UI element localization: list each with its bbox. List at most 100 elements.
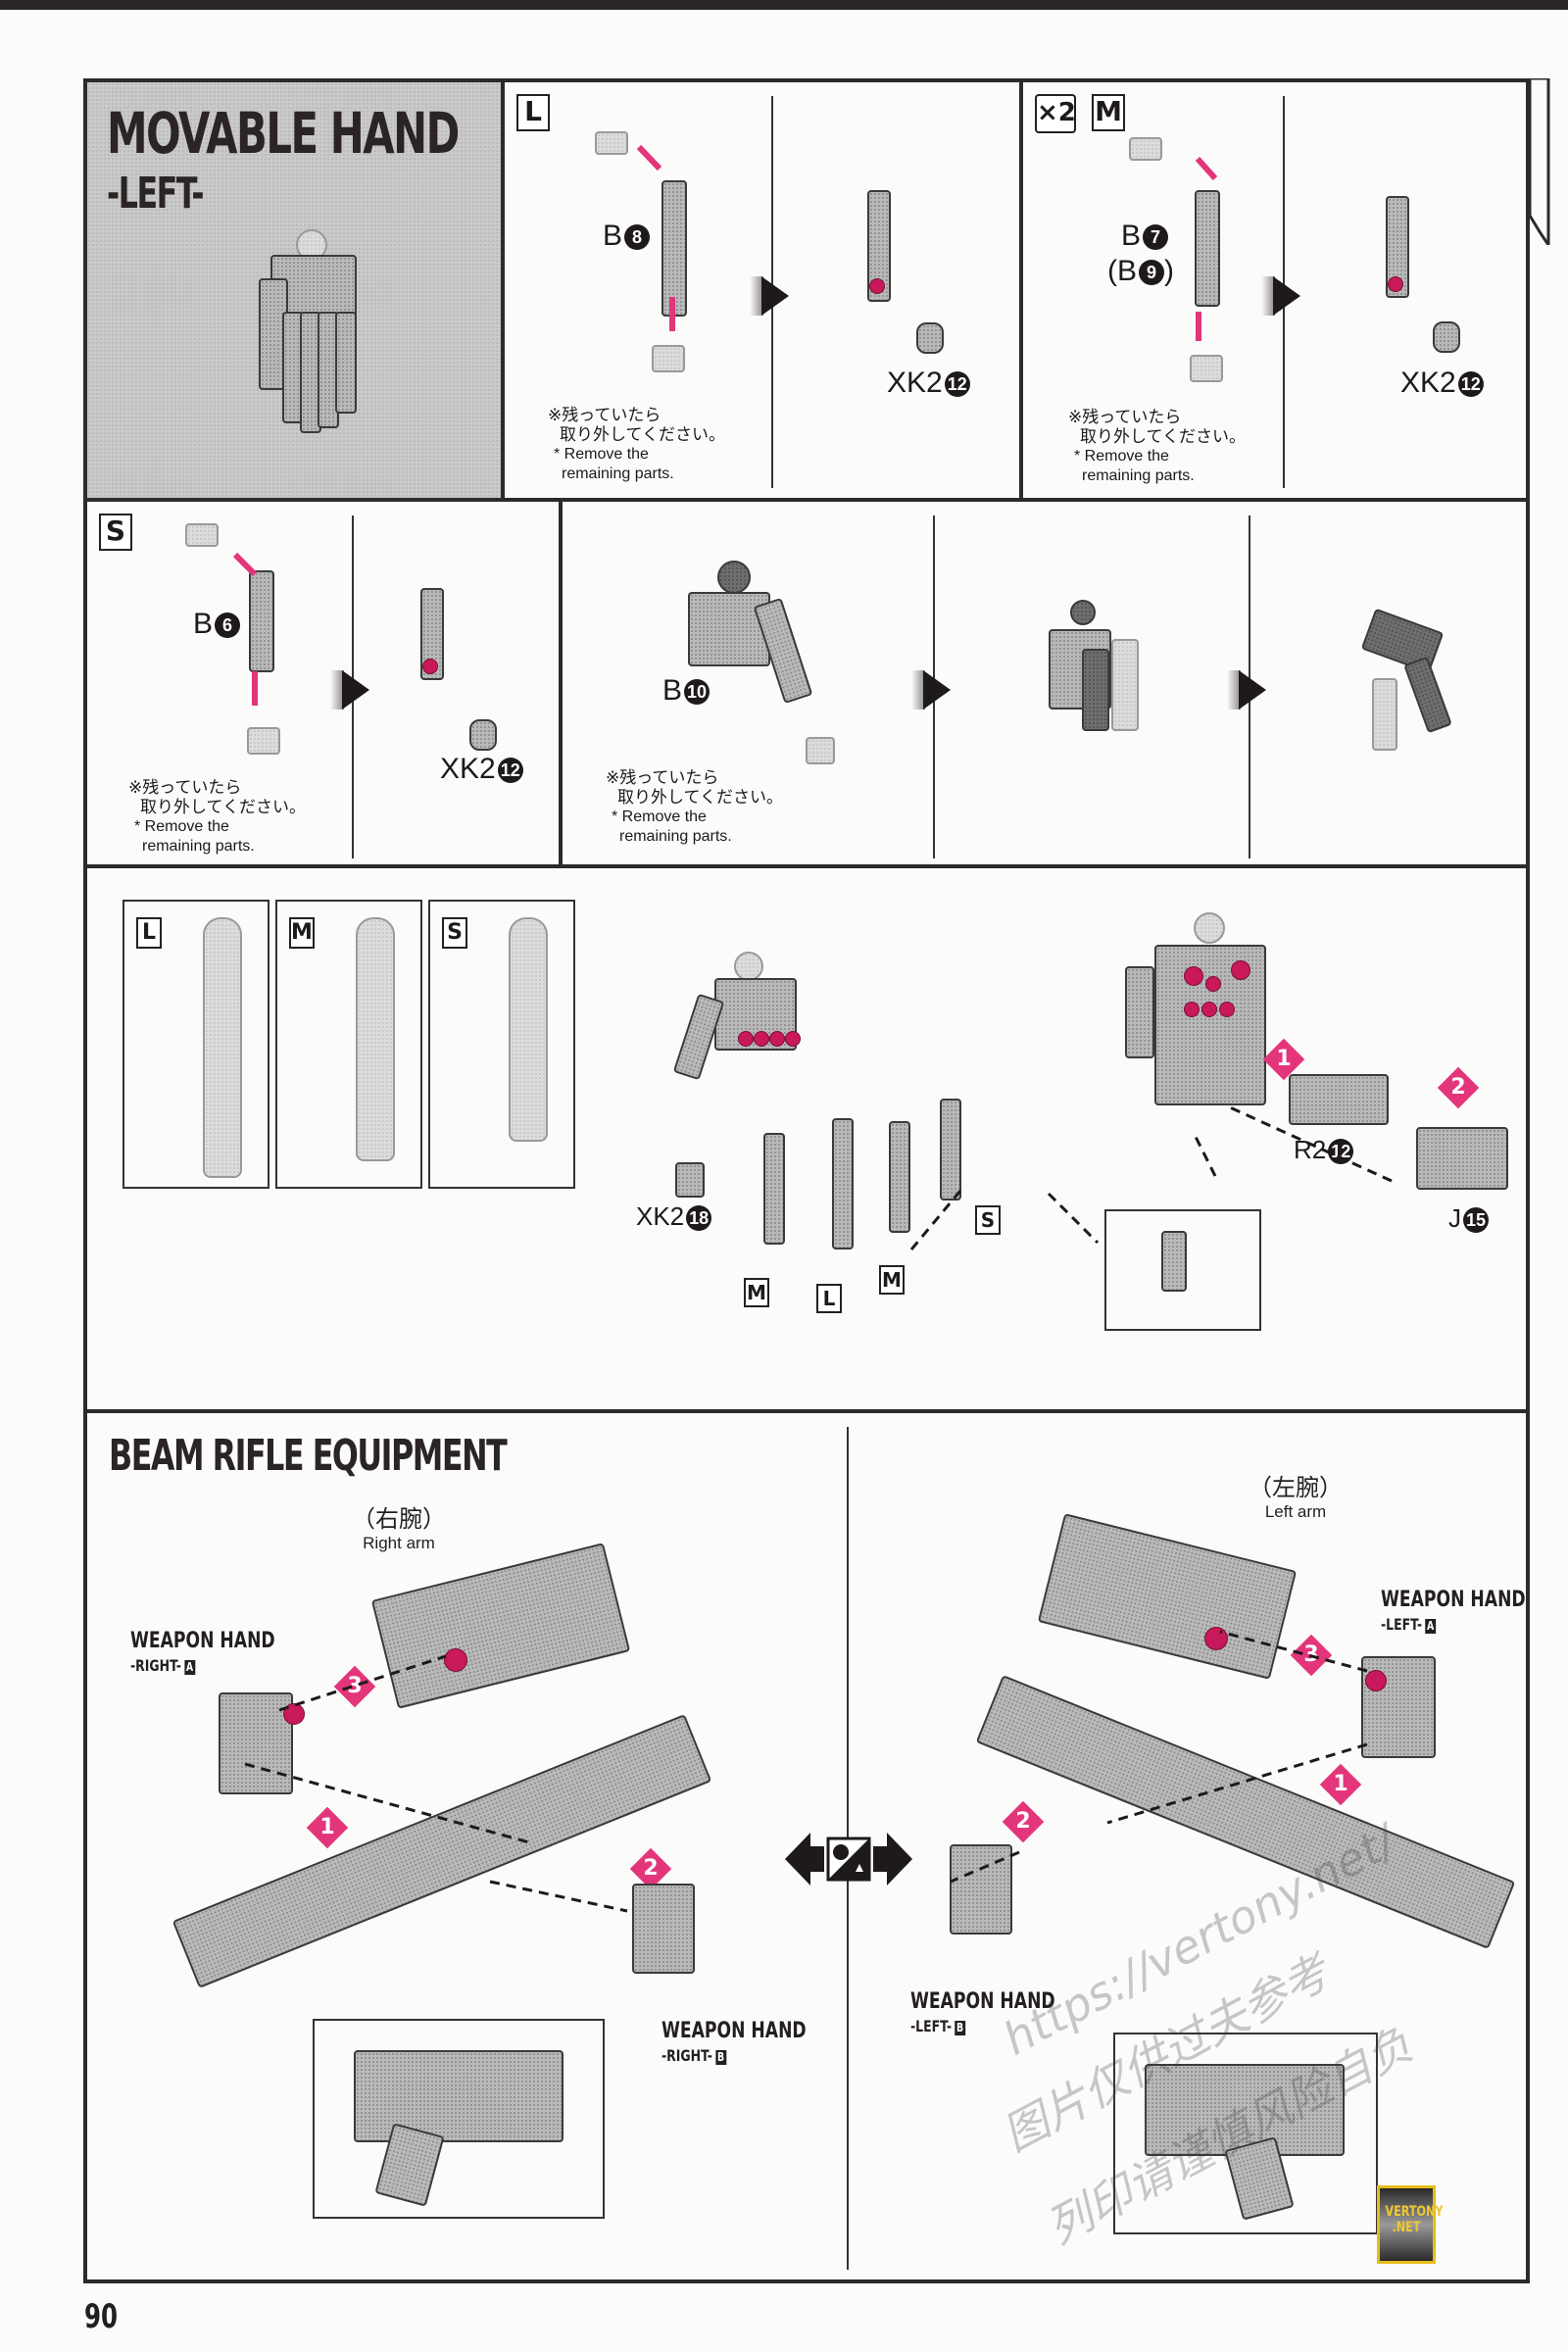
remove-remaining-note: ※残っていたら 取り外してください。 * Remove the remainin… <box>548 406 725 482</box>
finger-m-2 <box>889 1121 910 1233</box>
wrist-socket <box>444 1648 467 1672</box>
fingertip-part <box>1433 321 1460 353</box>
thumb-folded <box>1082 649 1109 731</box>
removed-gate-bottom <box>1190 355 1223 382</box>
assembled-hand-illustration <box>259 229 367 435</box>
finger-tag: L <box>816 1284 842 1313</box>
right-margin-tab <box>1529 78 1550 245</box>
grip-detail-inset-right <box>313 2019 605 2219</box>
weapon-hand-right-a-sub: -RIGHT-A <box>130 1656 196 1675</box>
finger-l <box>832 1118 854 1250</box>
vertony-badge: VERTONY .NET <box>1377 2185 1443 2264</box>
joint-pin <box>1388 276 1403 292</box>
ball-joint <box>1194 912 1225 944</box>
joint-pin <box>1184 966 1203 986</box>
grip-detail-inset-left <box>1113 2033 1378 2234</box>
removed-gate-top <box>185 523 219 547</box>
joint-pin <box>1231 960 1250 980</box>
finger-assembled-large <box>867 190 891 302</box>
weapon-hand-right-b <box>632 1884 695 1974</box>
step-marker-1: 1 <box>306 1806 349 1849</box>
weapon-hand-left-a-sub: -LEFT-A <box>1381 1615 1437 1634</box>
fingertip-part <box>916 322 944 354</box>
next-step-arrow-icon <box>330 670 369 710</box>
next-step-arrow-icon <box>750 276 789 316</box>
finger-part-large <box>662 180 687 317</box>
right-arm <box>370 1543 631 1709</box>
ball-joint <box>1070 600 1096 625</box>
left-arm-label: （左腕） Left arm <box>1249 1474 1343 1521</box>
step-marker-3: 3 <box>333 1665 376 1708</box>
weapon-hand-right-a <box>219 1692 293 1794</box>
thumb-tip-xk2-18 <box>675 1162 705 1198</box>
thumb-arm <box>1125 966 1154 1058</box>
palm-top-view <box>1360 608 1445 674</box>
finger-tag: M <box>744 1278 769 1307</box>
finger-part-medium <box>1195 190 1220 307</box>
joint-pin <box>769 1031 785 1047</box>
joint-pin <box>1201 1002 1217 1017</box>
thumb-ghost <box>1372 678 1397 751</box>
page-top-edge <box>0 0 1568 10</box>
joint-pin <box>1205 976 1221 992</box>
page-number: 90 <box>84 2297 119 2336</box>
joint-pin <box>1184 1002 1200 1017</box>
size-tag-small: S <box>442 917 467 949</box>
joint-pin <box>738 1031 754 1047</box>
right-arm-label: （右腕） Right arm <box>352 1505 446 1552</box>
size-tag-medium: M <box>1092 94 1125 131</box>
rifle-grip-detail <box>354 2050 564 2142</box>
finger-s <box>940 1099 961 1200</box>
removed-gate <box>806 737 835 764</box>
remove-remaining-note: ※残っていたら 取り外してください。 * Remove the remainin… <box>1068 408 1246 484</box>
joint-pin <box>1219 1002 1235 1017</box>
finger-m-1 <box>763 1133 785 1245</box>
finger-tag: M <box>879 1265 905 1295</box>
finger-part-small <box>249 570 274 672</box>
step-marker-1: 1 <box>1319 1763 1362 1806</box>
removed-gate-top <box>595 131 628 155</box>
ball-joint <box>734 952 763 981</box>
finger-profile-large <box>203 917 242 1178</box>
weapon-hand-right-a-title: WEAPON HAND <box>130 1629 275 1653</box>
beam-rifle-title: BEAM RIFLE EQUIPMENT <box>109 1431 508 1481</box>
joint-pin <box>785 1031 801 1047</box>
cover-part-r2-12 <box>1289 1074 1389 1125</box>
thumb-ghost <box>1111 639 1139 731</box>
weapon-hand-left-b-sub: -LEFT-B <box>910 2017 966 2035</box>
wrist-socket <box>1204 1627 1228 1650</box>
finger-curl-detail-inset <box>1104 1209 1261 1331</box>
movable-hand-subtitle: -LEFT- <box>107 169 205 219</box>
ball-joint <box>717 561 751 594</box>
step-marker-3: 3 <box>1290 1634 1333 1677</box>
fingertip-part <box>469 719 497 751</box>
left-arm <box>1037 1513 1298 1680</box>
size-tag-small: S <box>99 514 132 551</box>
joint-pin <box>754 1031 769 1047</box>
mirror-symmetric-icon <box>785 1825 912 1893</box>
weapon-hand-left-b <box>950 1844 1012 1935</box>
cover-part-j15 <box>1416 1127 1508 1190</box>
joint-pin <box>422 659 438 674</box>
rifle-grip-detail <box>1145 2064 1345 2156</box>
weapon-hand-left-a-title: WEAPON HAND <box>1381 1588 1526 1612</box>
movable-hand-title: MOVABLE HAND <box>107 100 460 167</box>
finger-tag: S <box>975 1205 1001 1235</box>
movable-hand-title-panel: MOVABLE HAND -LEFT- <box>83 78 505 502</box>
quantity-tag: ×2 <box>1035 94 1076 133</box>
next-step-arrow-icon <box>1227 670 1266 710</box>
